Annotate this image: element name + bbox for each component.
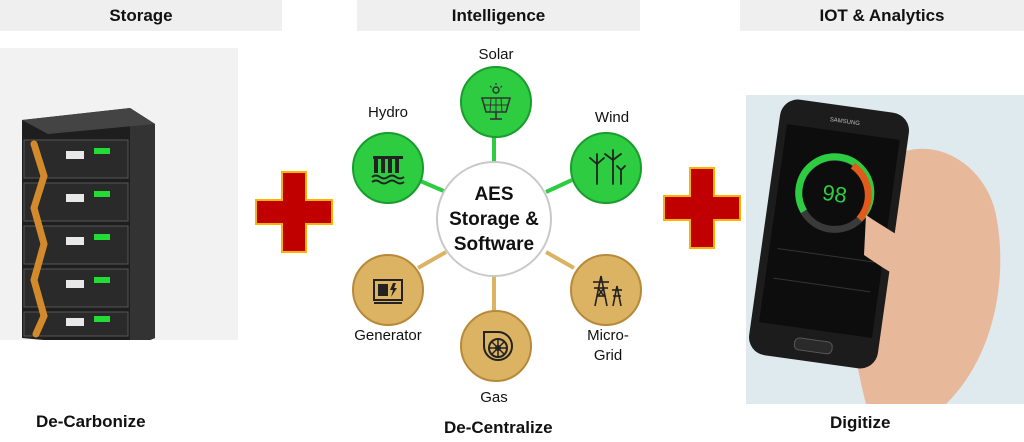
battery-rack-image (0, 48, 238, 348)
generator-icon (373, 279, 403, 304)
phone-illustration: SAMSUNG 98 (749, 99, 1001, 404)
center-line-2: Storage & (449, 208, 539, 230)
footer-decentralize: De-Centralize (444, 418, 553, 437)
power-tower-icon (593, 275, 622, 307)
wind-turbine-icon (589, 149, 626, 185)
wind-label: Wind (594, 109, 630, 126)
microgrid-label-line-2: Grid (593, 347, 623, 364)
center-line-1: AES (474, 183, 514, 205)
phone-brand: SAMSUNG (829, 117, 860, 127)
header-intelligence: Intelligence (357, 0, 640, 31)
hydro-node (352, 132, 424, 204)
phone-in-hand-image: SAMSUNG 98 (746, 95, 1024, 404)
hydro-dam-icon (371, 156, 405, 185)
gas-label: Gas (480, 389, 508, 406)
generator-node (352, 254, 424, 326)
solar-label: Solar (478, 46, 514, 63)
gas-node (460, 310, 532, 382)
plus-icon (663, 167, 741, 249)
footer-decarbonize: De-Carbonize (36, 412, 146, 431)
phone-reading: 98 (821, 180, 849, 208)
plus-icon (255, 171, 333, 253)
header-storage: Storage (0, 0, 282, 31)
gas-turbine-icon (483, 331, 513, 361)
solar-node (460, 66, 532, 138)
wind-node (570, 132, 642, 204)
generator-label: Generator (354, 327, 422, 344)
header-iot: IOT & Analytics (740, 0, 1024, 31)
microgrid-label-line-1: Micro- (587, 327, 629, 344)
hydro-label: Hydro (367, 104, 408, 121)
microgrid-node (570, 254, 642, 326)
footer-digitize: Digitize (830, 413, 891, 432)
center-line-3: Software (453, 233, 535, 255)
microgrid-label: Micro- Grid (578, 326, 638, 366)
solar-panel-icon (480, 83, 512, 120)
battery-rack-illustration (22, 108, 155, 348)
aes-center-circle: AES Storage & Software (436, 161, 552, 277)
